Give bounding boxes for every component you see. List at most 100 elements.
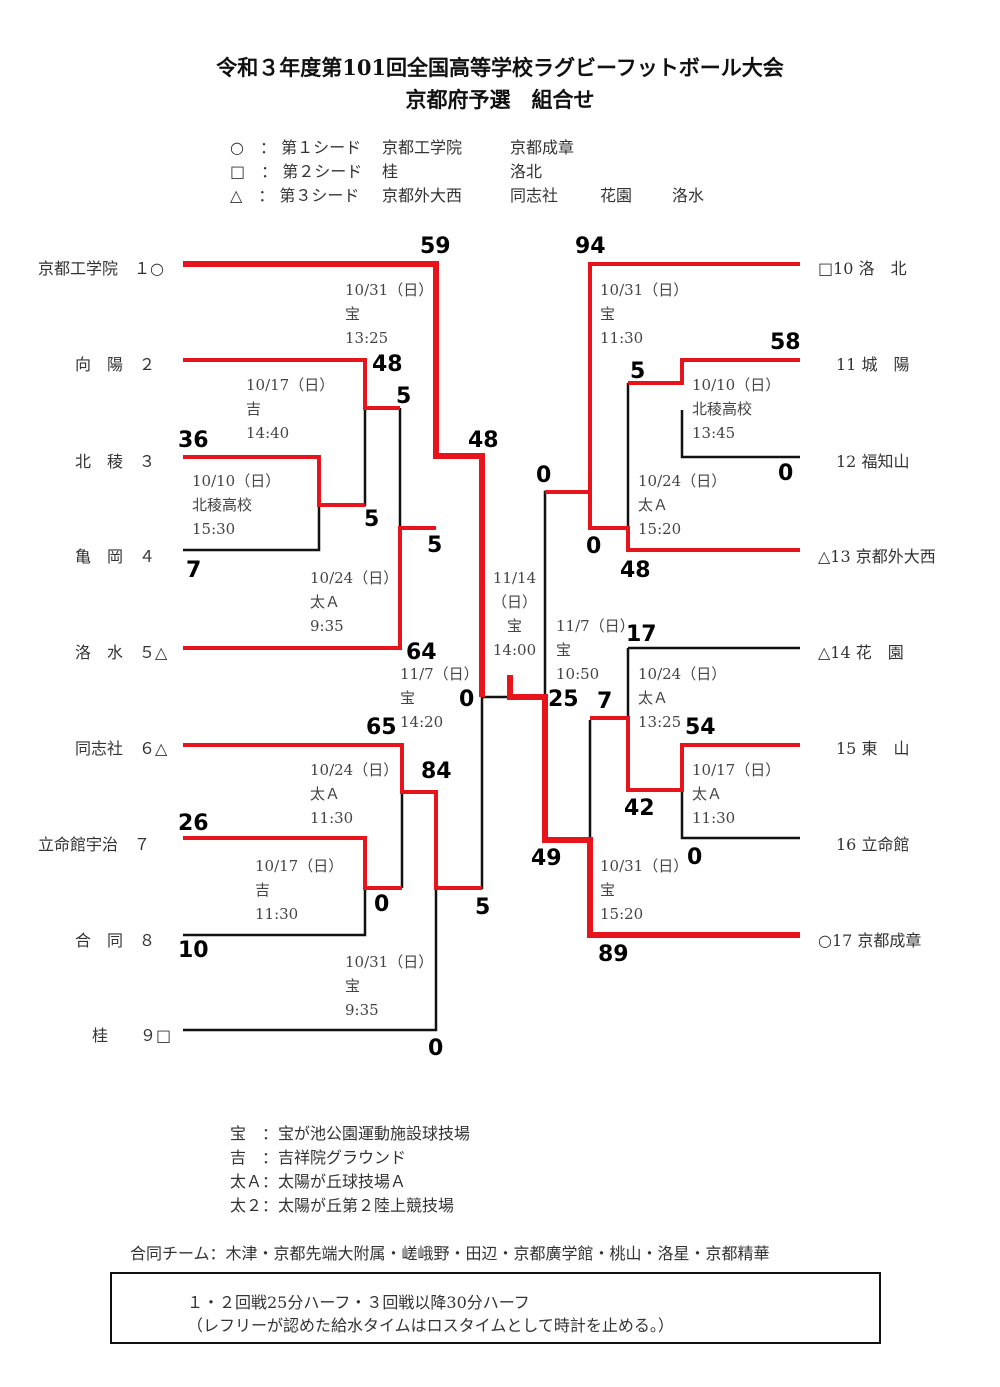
seed-team: 桂 — [382, 162, 399, 181]
score: 49 — [531, 846, 562, 871]
seed-label: 第１シード — [281, 138, 362, 157]
bracket-line — [680, 410, 800, 459]
score: 0 — [536, 463, 552, 488]
team-left-2: 向 陽 ２ — [75, 355, 156, 374]
score: 7 — [597, 689, 613, 714]
team-left-5: 洛 水 ５△ — [75, 643, 168, 662]
bracket-line — [183, 888, 438, 1032]
seed-mark: △ — [230, 186, 243, 205]
score: 17 — [626, 622, 657, 647]
bracket-line — [363, 838, 402, 890]
schedule-final: 11/14 （日） 宝 14:00 — [492, 569, 538, 659]
schedule: 10/24（日） 太Ａ 15:20 — [638, 472, 727, 538]
winner-line — [183, 358, 400, 410]
score: 58 — [770, 330, 801, 355]
rules-box: １・２回戦25分ハーフ・３回戦以降30分ハーフ （レフリーが認めた給水タイムはロ… — [110, 1272, 881, 1344]
bracket-line — [680, 790, 800, 840]
winner-line — [628, 358, 800, 385]
score: 7 — [186, 558, 202, 583]
bracket-line — [183, 888, 367, 937]
score: 36 — [178, 428, 209, 453]
score: 10 — [178, 938, 209, 963]
team-left-8: 合 同 ８ — [75, 931, 156, 950]
seed-label: 第２シード — [282, 162, 363, 181]
venue-legend-1: 宝 ：宝が池公園運動施設球技場 — [230, 1124, 471, 1143]
team-left-1: 京都工学院 １○ — [38, 259, 164, 278]
score: 26 — [178, 811, 209, 836]
score: 64 — [406, 640, 437, 665]
score: 5 — [630, 359, 646, 384]
seed-label: 第３シード — [279, 186, 360, 205]
winner-line — [588, 492, 800, 552]
schedule: 11/7（日） 宝 10:50 — [556, 617, 635, 683]
schedule: 10/31（日） 宝 11:30 — [600, 281, 689, 347]
winner-line — [183, 836, 402, 890]
schedule: 10/17（日） 吉 11:30 — [255, 857, 344, 923]
score: 0 — [459, 687, 475, 712]
score: 0 — [778, 461, 794, 486]
schedule: 11/7（日） 宝 14:20 — [400, 665, 479, 731]
schedule: 10/24（日） 太Ａ 11:30 — [310, 761, 399, 827]
score: 42 — [624, 796, 655, 821]
seed-row-1: ○ ： 第１シード — [230, 138, 362, 157]
schedule: 10/31（日） 宝 13:25 — [345, 281, 434, 347]
winner-line — [183, 261, 485, 697]
score: 0 — [586, 534, 602, 559]
venue-legend-4: 太２：太陽が丘第２陸上競技場 — [230, 1196, 455, 1215]
score: 65 — [366, 715, 397, 740]
team-right-15: 15 東 山 — [836, 739, 910, 758]
joint-team-note: 合同チーム：木津・京都先端大附属・嵯峨野・田辺・京都廣学館・桃山・洛星・京都精華 — [130, 1244, 770, 1263]
winner-line — [183, 743, 482, 890]
rule-line-2: （レフリーが認めた給水タイムはロスタイムとして時計を止める。） — [187, 1316, 674, 1335]
team-right-12: 12 福知山 — [836, 452, 910, 471]
team-right-14: △14 花 園 — [818, 643, 904, 662]
schedule: 10/17（日） 太Ａ 11:30 — [692, 761, 781, 827]
team-left-6: 同志社 ６△ — [75, 739, 168, 758]
venue-legend-3: 太Ａ：太陽が丘球技場Ａ — [230, 1172, 407, 1191]
winner-line — [183, 455, 365, 507]
seed-mark: ○ — [230, 138, 244, 157]
seed-row-3: △ ： 第３シード — [230, 186, 360, 205]
team-right-17: ○17 京都成章 — [818, 931, 922, 950]
score: 5 — [475, 895, 491, 920]
title-line1: 令和３年度第101回全国高等学校ラグビーフットボール大会 — [216, 55, 784, 80]
score: 25 — [548, 687, 579, 712]
team-right-10: □10 洛 北 — [818, 259, 907, 278]
seed-team: 花園 — [600, 186, 633, 205]
score: 5 — [427, 533, 443, 558]
seed-team: 洛水 — [672, 186, 705, 205]
seed-team: 京都成章 — [510, 138, 575, 157]
score: 84 — [421, 759, 452, 784]
team-right-13: △13 京都外大西 — [818, 547, 936, 566]
team-right-11: 11 城 陽 — [836, 355, 910, 374]
score: 0 — [374, 892, 390, 917]
score: 59 — [420, 234, 451, 259]
winner-line — [183, 526, 436, 650]
score: 0 — [687, 845, 703, 870]
score: 48 — [468, 428, 499, 453]
winner-line — [590, 716, 800, 792]
seed-team: 洛北 — [510, 162, 543, 181]
bracket-line — [398, 408, 436, 530]
seed-team: 同志社 — [510, 186, 559, 205]
winner-line — [507, 675, 800, 938]
score: 5 — [364, 507, 380, 532]
winner-line — [545, 262, 800, 494]
score: 5 — [396, 384, 412, 409]
schedule: 10/10（日） 北稜高校 13:45 — [692, 376, 781, 442]
score: 94 — [575, 234, 606, 259]
venue-legend-2: 吉 ：吉祥院グラウンド — [230, 1148, 407, 1167]
schedule: 10/31（日） 宝 9:35 — [345, 953, 434, 1019]
schedule: 10/10（日） 北稜高校 15:30 — [192, 472, 281, 538]
seed-mark: □ — [230, 162, 246, 181]
schedule: 10/17（日） 吉 14:40 — [246, 376, 335, 442]
schedule: 10/24（日） 太Ａ 9:35 — [310, 569, 399, 635]
seed-row-2: □ ： 第２シード — [230, 162, 363, 181]
seed-team: 京都外大西 — [382, 186, 463, 205]
seed-team: 京都工学院 — [382, 138, 463, 157]
team-left-7: 立命館宇治 ７ — [38, 835, 151, 854]
team-left-3: 北 稜 ３ — [75, 452, 156, 471]
team-left-9: 桂 ９□ — [92, 1026, 172, 1045]
rule-line-1: １・２回戦25分ハーフ・３回戦以降30分ハーフ — [187, 1293, 530, 1312]
